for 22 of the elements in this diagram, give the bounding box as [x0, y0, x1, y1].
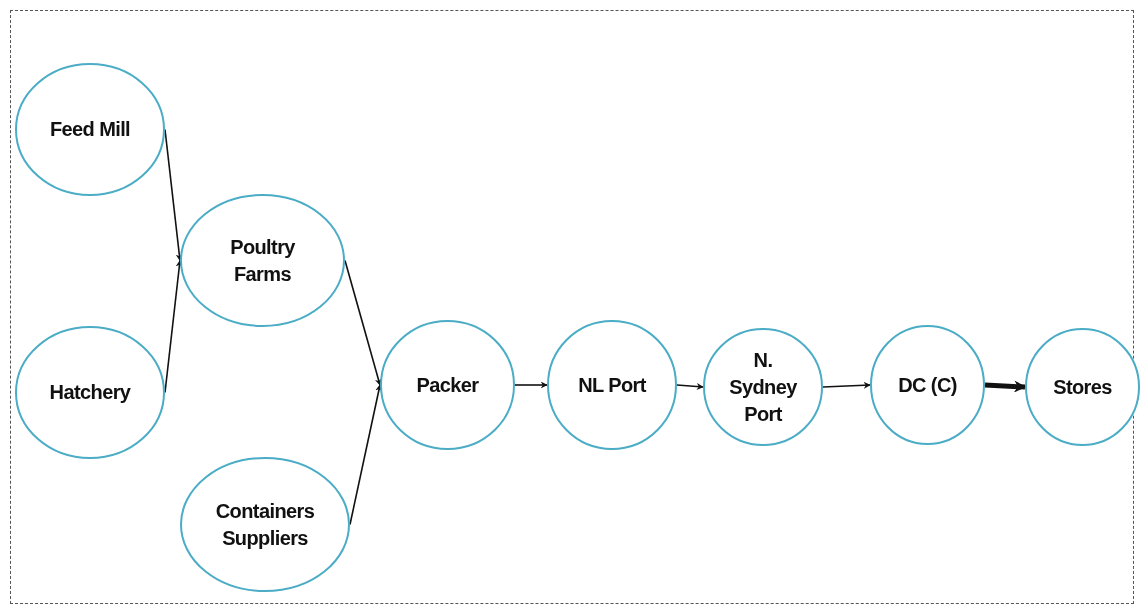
node-label: DC (C) [898, 372, 957, 398]
node-label: Packer [416, 372, 479, 398]
process-ellipse [380, 320, 515, 450]
node-label: Hatchery [49, 380, 131, 405]
arrow [676, 383, 704, 390]
node-label: NL Port [578, 372, 646, 398]
node-label: Poultry Farms [229, 234, 296, 287]
arrow [984, 380, 1027, 393]
process-ellipse [15, 326, 165, 459]
node-label: Feed Mill [49, 117, 131, 142]
process-ellipse [15, 63, 165, 196]
process-ellipse [1025, 328, 1140, 446]
process-ellipse [180, 194, 345, 327]
arrow [822, 381, 871, 389]
process-ellipse [180, 457, 350, 592]
arrow [514, 381, 548, 389]
process-ellipse [870, 325, 985, 445]
process-ellipse [703, 328, 823, 446]
process-ellipse [547, 320, 677, 450]
node-label: Stores [1053, 374, 1112, 400]
node-label: N. Sydney Port [728, 347, 798, 427]
node-label: Containers Suppliers [214, 498, 316, 551]
